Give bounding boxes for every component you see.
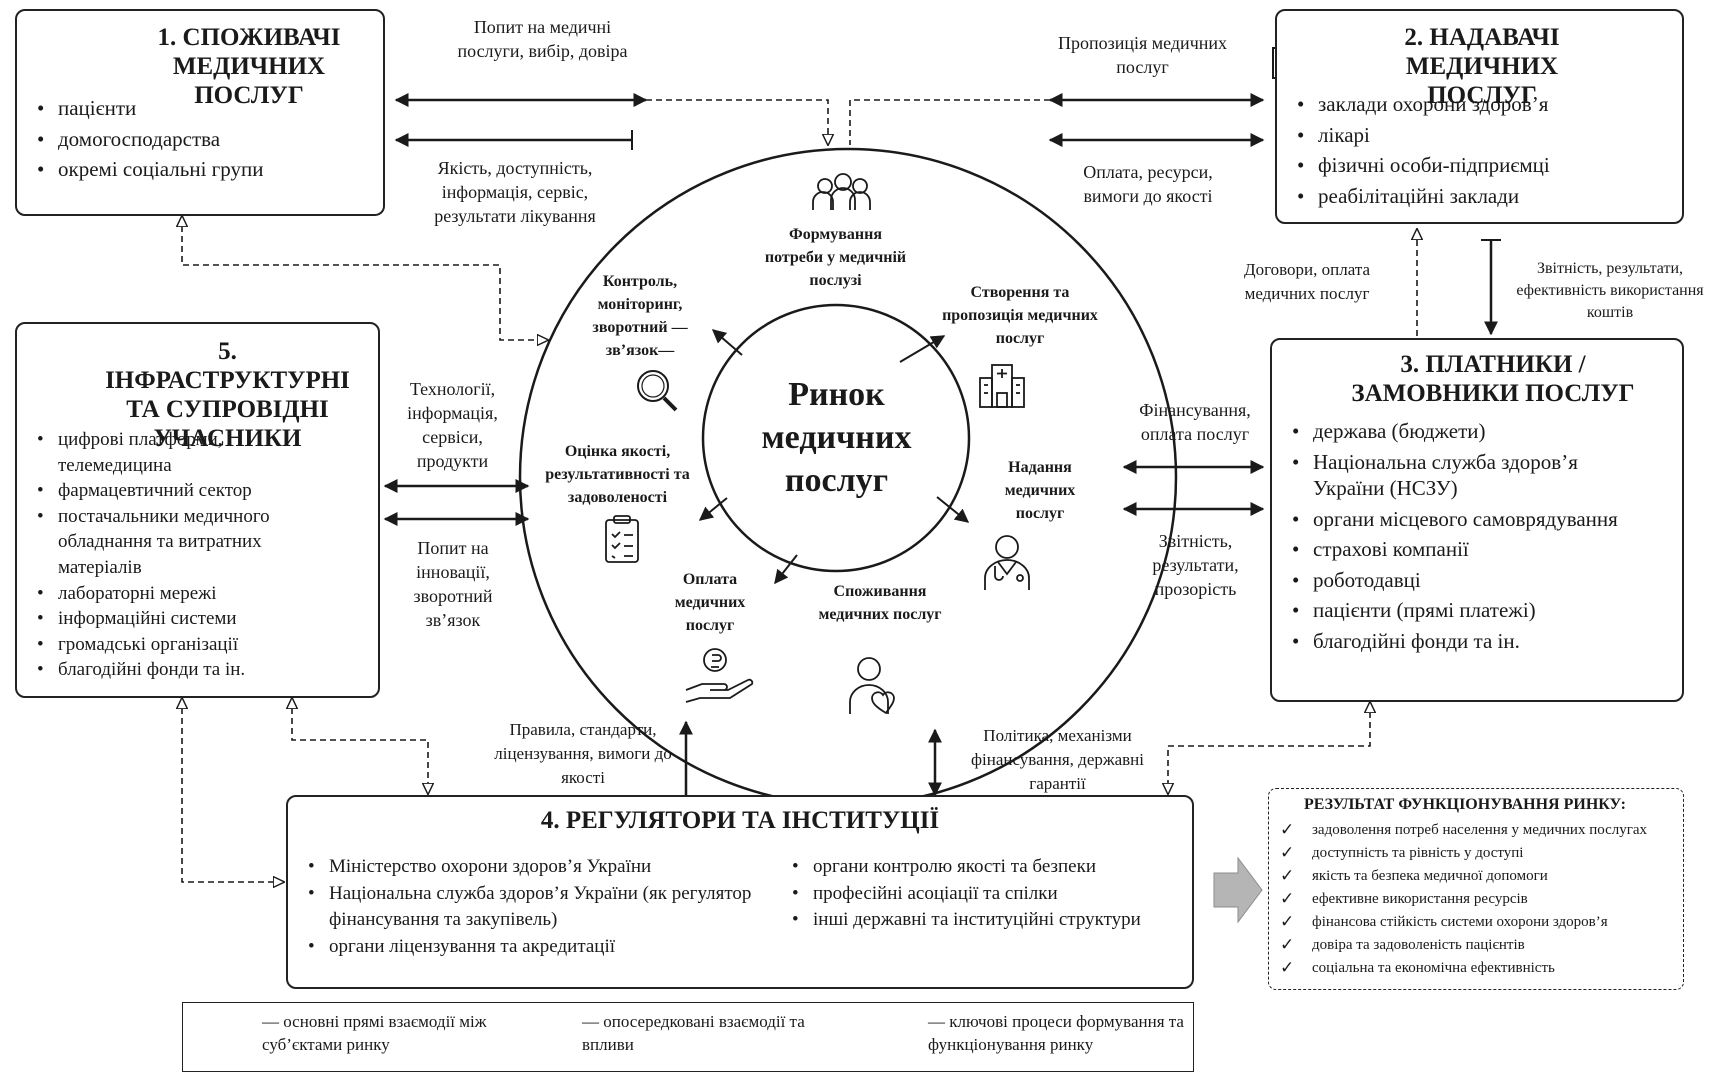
- result-title: РЕЗУЛЬТАТ ФУНКЦІОНУВАННЯ РИНКУ:: [1304, 796, 1626, 813]
- list-item: органи місцевого самоврядування: [1290, 506, 1630, 533]
- dashed-consumers-to-circle: [646, 99, 828, 145]
- market-inner-circle: [701, 303, 971, 573]
- payers-title: 3. ПЛАТНИКИ / ЗАМОВНИКИ ПОСЛУГ: [1351, 351, 1635, 407]
- flow-financing-label: Фінансування, оплата послуг: [1139, 400, 1251, 444]
- market-title: Ринок медичних послуг: [761, 376, 912, 499]
- flow-quality-label: Якість, доступність, інформація, сервіс,…: [434, 158, 596, 226]
- legend-solid-double-label: — основні прямі взаємодії між суб’єктами…: [262, 1012, 487, 1054]
- flow-technology-label: Технології, інформація, сервіси, продукт…: [407, 379, 498, 471]
- coin-hand-icon: [685, 648, 754, 703]
- list-item: окремі соціальні групи: [35, 156, 375, 183]
- providers-list: заклади охорони здоров’я лікарі фізичні …: [1295, 91, 1675, 209]
- flow-policy-label: Політика, механізми фінансування, держав…: [971, 726, 1144, 793]
- list-item: лабораторні мережі: [35, 581, 375, 607]
- list-item: роботодавці: [1290, 567, 1630, 594]
- patient-heart-icon: [849, 657, 895, 715]
- list-item: Національна служба здоров’я України (як …: [306, 881, 786, 934]
- result-arrow: [1213, 856, 1263, 924]
- list-item: держава (бюджети): [1290, 418, 1630, 445]
- dashed-infra-regulators-left: [182, 698, 284, 882]
- list-item: цифрові платформи, телемедицина: [35, 427, 288, 478]
- legend-box: [182, 1002, 1194, 1072]
- list-item: фізичні особи-підприємці: [1295, 152, 1675, 179]
- list-item: ефективне використання ресурсів: [1280, 888, 1680, 911]
- step-delivery: Надання медичних послуг: [1004, 459, 1076, 522]
- step-control: Контроль, моніторинг, зворотний —зв’язок…: [592, 273, 688, 359]
- list-item: органи контролю якості та безпеки: [790, 854, 1180, 881]
- regulators-list-right: органи контролю якості та безпеки профес…: [790, 854, 1180, 934]
- dashed-consumers-infra-circle: [182, 216, 548, 340]
- flow-demand-label: Попит на медичні послуги, вибір, довіра: [457, 17, 628, 61]
- list-item: постачальники медичного обладнання та ви…: [35, 504, 328, 581]
- list-item: професійні асоціації та спілки: [790, 881, 1180, 908]
- people-small-icon: [812, 173, 871, 210]
- list-item: інформаційні системи: [35, 606, 375, 632]
- list-item: Міністерство охорони здоров’я України: [306, 854, 786, 881]
- step-payment: Оплата медичних послуг: [674, 571, 746, 634]
- flow-reporting-transparency-label: Звітність, результати, прозорість: [1152, 531, 1239, 599]
- legend-dashed-label: — опосередковані взаємодії та впливи: [582, 1012, 805, 1054]
- list-item: домогосподарства: [35, 126, 375, 153]
- consumers-list: пацієнти домогосподарства окремі соціаль…: [35, 95, 375, 183]
- dashed-providers-to-circle: [849, 99, 1050, 145]
- list-item: страхові компанії: [1290, 536, 1630, 563]
- list-item: громадські організації: [35, 632, 375, 658]
- step-forming: Формування потреби у медичній послузі: [764, 226, 907, 289]
- process-arrow-control: [711, 329, 743, 356]
- dashed-payers-regulators: [1168, 702, 1370, 794]
- list-item: довіра та задоволеність пацієнтів: [1280, 934, 1680, 957]
- list-item: заклади охорони здоров’я: [1295, 91, 1675, 118]
- list-item: органи ліцензування та акредитації: [306, 934, 786, 961]
- process-arrow-delivery: [936, 496, 970, 523]
- process-arrow-creation: [899, 335, 946, 363]
- indirect-interaction-arrows: [182, 99, 1417, 882]
- process-arrow-evaluation: [698, 497, 728, 521]
- list-item: пацієнти (прямі платежі): [1290, 597, 1630, 624]
- list-item: соціальна та економічна ефективність: [1280, 957, 1680, 980]
- list-item: задоволення потреб населення у медичних …: [1280, 819, 1680, 842]
- result-list: задоволення потреб населення у медичних …: [1280, 819, 1680, 980]
- regulators-list-left: Міністерство охорони здоров’я України На…: [306, 854, 786, 960]
- list-item: благодійні фонди та ін.: [1290, 628, 1630, 655]
- list-item: Національна служба здоров’я України (НСЗ…: [1290, 449, 1630, 502]
- process-arrow-payment: [774, 554, 798, 585]
- regulators-title: 4. РЕГУЛЯТОРИ ТА ІНСТИТУЦІЇ: [540, 807, 940, 834]
- direct-interaction-arrows: [383, 93, 1501, 797]
- flow-payment-resources-label: Оплата, ресурси, вимоги до якості: [1083, 162, 1213, 206]
- list-item: благодійні фонди та ін.: [35, 657, 375, 683]
- flow-reporting-efficiency-label: Звітність, результати, ефективність вико…: [1516, 260, 1704, 321]
- list-item: інші державні та інституційні структури: [790, 907, 1180, 934]
- checklist-icon: [605, 515, 639, 563]
- list-item: фармацевтичний сектор: [35, 478, 375, 504]
- doctor-icon: [984, 535, 1030, 590]
- flow-supply-label: Пропозиція медичних послуг: [1057, 33, 1228, 77]
- payers-list: держава (бюджети) Національна служба здо…: [1290, 418, 1630, 654]
- infrastructure-list: цифрові платформи, телемедицина фармацев…: [35, 427, 375, 683]
- list-item: реабілітаційні заклади: [1295, 183, 1675, 210]
- step-creation: Створення та пропозиція медичних послуг: [942, 284, 1098, 347]
- dashed-infra-regulators-right: [292, 698, 428, 794]
- list-item: доступність та рівність у доступі: [1280, 842, 1680, 865]
- list-item: лікарі: [1295, 122, 1675, 149]
- step-consumption: Споживання медичних послуг: [818, 583, 942, 623]
- legend-process-label: — ключові процеси формування та функціон…: [928, 1012, 1184, 1054]
- hospital-small-icon: [979, 364, 1025, 408]
- flow-rules-label: Правила, стандарти, ліцензування, вимоги…: [494, 720, 672, 787]
- list-item: якість та безпека медичної допомоги: [1280, 865, 1680, 888]
- process-arrows: [698, 329, 970, 585]
- list-item: фінансова стійкість системи охорони здор…: [1280, 911, 1680, 934]
- magnifier-icon: [637, 370, 678, 412]
- step-evaluation: Оцінка якості, результативності та задов…: [545, 443, 690, 506]
- list-item: пацієнти: [35, 95, 375, 122]
- flow-innovation-label: Попит на інновації, зворотний зв’язок: [413, 538, 493, 630]
- flow-contracts-label: Договори, оплата медичних послуг: [1243, 260, 1371, 303]
